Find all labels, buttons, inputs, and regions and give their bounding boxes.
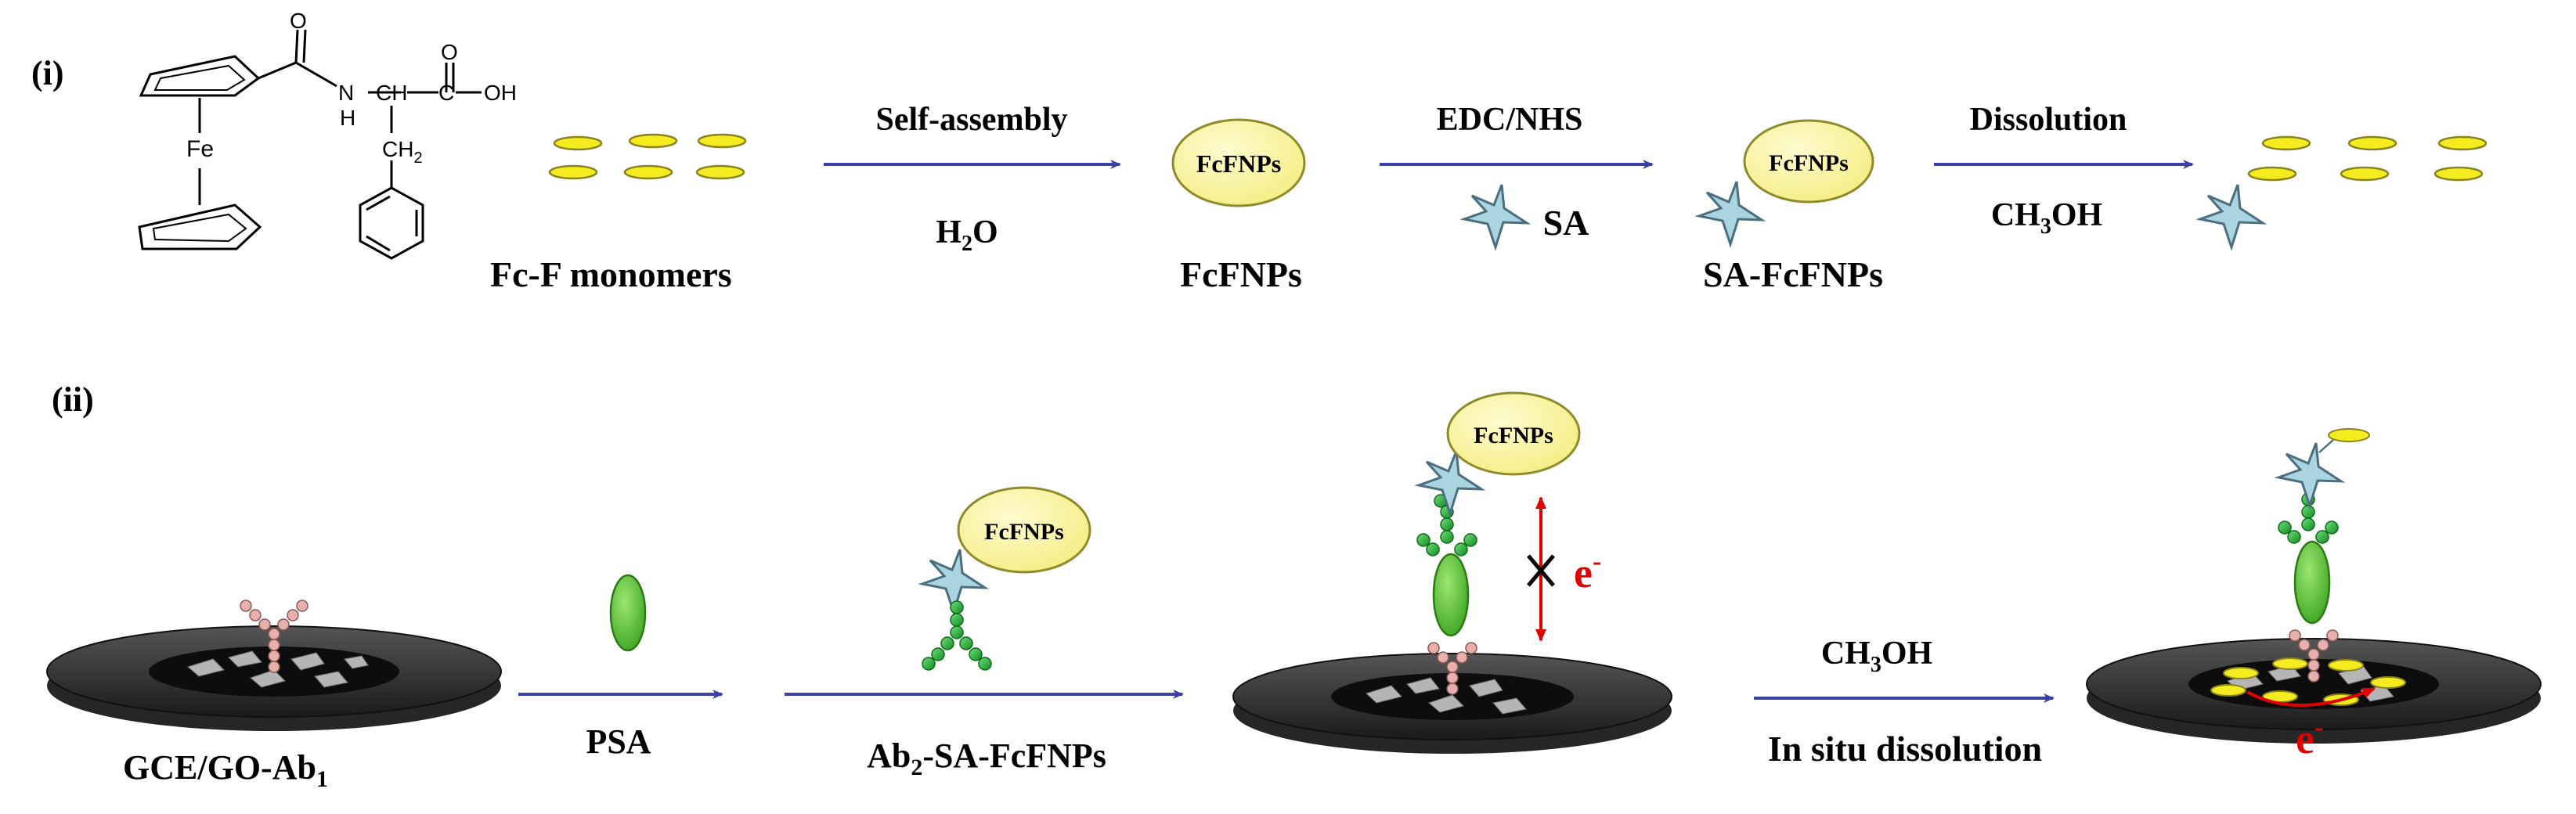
carbonyl-oxygen-1: O	[290, 9, 307, 33]
svg-text:FcFNPs: FcFNPs	[984, 519, 1064, 545]
iron-atom: Fe	[186, 136, 214, 162]
psa-antigen	[609, 574, 647, 652]
sa-label: SA	[1543, 203, 1589, 243]
svg-text:FcFNPs: FcFNPs	[1474, 423, 1553, 448]
monomer	[2210, 684, 2246, 697]
electron-transfer-arrow	[2246, 687, 2376, 707]
monomer	[2340, 166, 2390, 182]
monomers-caption: Fc-F monomers	[490, 254, 732, 294]
electron-label-active: e-	[2296, 713, 2323, 762]
conjugate-caption: Ab2-SA-FcFNPs	[867, 737, 1106, 780]
monomer	[2223, 667, 2259, 679]
monomer-group	[548, 133, 747, 180]
psa-antigen	[1432, 553, 1470, 637]
electrode-caption: GCE/GO-Ab1	[123, 748, 328, 792]
electron-label-blocked: e-	[1574, 547, 1601, 596]
carbonyl-oxygen-2: O	[441, 40, 458, 64]
monomer	[2437, 135, 2488, 151]
sa-star-icon	[918, 549, 990, 616]
psa-antigen	[2293, 540, 2331, 625]
water-label: H2O	[936, 214, 998, 256]
monomer	[553, 135, 603, 151]
monomer	[2261, 135, 2311, 151]
monomer	[695, 164, 745, 180]
sa-star-icon	[2274, 442, 2346, 510]
carboxyl-carbon: C	[438, 81, 454, 105]
sa-star-icon	[1414, 450, 1486, 517]
fcfnps-caption: FcFNPs	[1180, 254, 1302, 294]
psa-label: PSA	[586, 722, 651, 761]
monomer	[628, 133, 678, 149]
self-assembly-label: Self-assembly	[876, 102, 1068, 138]
electrode-gce-1	[46, 600, 502, 731]
dissolution-label: Dissolution	[1970, 102, 2127, 138]
panel-i-label: (i)	[31, 54, 64, 92]
monomer	[697, 133, 747, 149]
methanol-label-i: CH3OH	[1991, 197, 2102, 239]
monomer	[2328, 659, 2364, 672]
svg-text:FcFNPs: FcFNPs	[1769, 150, 1849, 176]
sa-star-icon	[2195, 184, 2268, 251]
ab1-antibody	[240, 600, 308, 673]
methanol-label-ii: CH3OH	[1821, 636, 1932, 677]
sa-fcfnps-caption: SA-FcFNPs	[1703, 254, 1883, 294]
monomer	[2433, 166, 2484, 182]
ab2-sa-fcfnps-conjugate: FcFNPs	[918, 486, 1091, 671]
sa-star-icon	[1459, 184, 1532, 251]
alpha-carbon: CH	[376, 81, 407, 105]
sa-fcfnps-conjugate: FcFNPs	[1694, 119, 1874, 248]
svg-text:FcFNPs: FcFNPs	[1196, 149, 1281, 178]
monomer	[2247, 166, 2297, 182]
monomer	[2328, 428, 2370, 442]
monomer	[2347, 135, 2397, 151]
sa-star-icon	[1694, 181, 1766, 248]
dissolved-monomers	[2247, 135, 2488, 182]
fcfnps-particle: FcFNPs	[1171, 118, 1306, 207]
in-situ-dissolution-label: In situ dissolution	[1768, 729, 2042, 769]
monomer	[2370, 676, 2406, 689]
monomer	[2272, 657, 2308, 670]
fc-f-structure	[138, 29, 482, 260]
electrode-sandwich: FcFNPs	[1232, 391, 1672, 754]
blocked-electron-transfer	[1527, 496, 1555, 642]
electrode-signal	[2086, 428, 2542, 744]
hydroxyl-group: OH	[484, 81, 517, 105]
monomer	[548, 164, 598, 180]
amide-nitrogen: N	[338, 81, 354, 105]
methylene-group: CH2	[382, 137, 423, 167]
panel-ii-label: (ii)	[52, 380, 94, 419]
amide-hydrogen: H	[340, 106, 355, 130]
monomer	[623, 164, 673, 180]
edc-nhs-label: EDC/NHS	[1437, 102, 1583, 138]
